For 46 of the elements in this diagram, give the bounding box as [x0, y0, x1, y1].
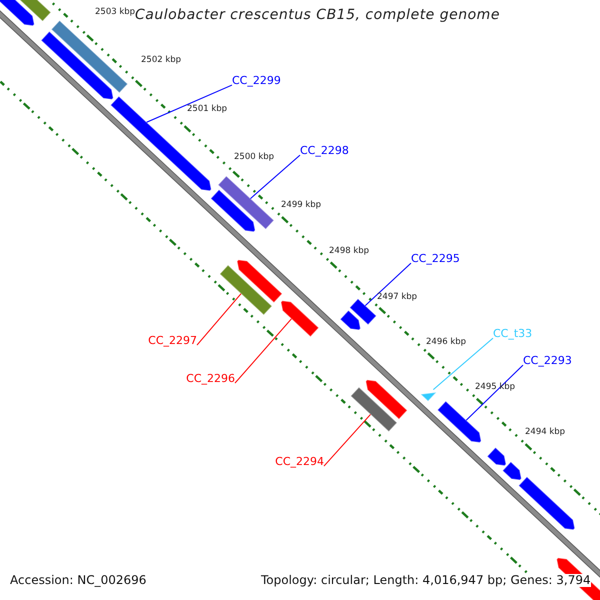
- gene-feature: [556, 557, 600, 600]
- gene-feature: [486, 446, 507, 466]
- gene-feature: [236, 259, 283, 304]
- gene-feature: [280, 300, 320, 338]
- gene-feature: [350, 386, 398, 432]
- gene-feature: [217, 175, 275, 230]
- leader-line: [324, 414, 371, 467]
- genome-summary: Topology: circular; Length: 4,016,947 bp; Genes: 3,794: [261, 574, 591, 588]
- gene-feature: [348, 298, 378, 326]
- gene-feature: [219, 264, 273, 316]
- gene-feature: [502, 461, 522, 481]
- scale-label: 2494 kbp: [525, 428, 566, 438]
- leader-line: [196, 293, 242, 346]
- scale-label: 2499 kbp: [281, 201, 322, 210]
- gene-feature: [40, 30, 114, 100]
- gene-label: CC_2299: [232, 75, 281, 88]
- scale-label: 2501 kbp: [187, 105, 228, 114]
- scale-label: 2502 kbp: [141, 56, 182, 66]
- accession-text: Accession: NC_002696: [10, 574, 146, 588]
- leader-line: [146, 84, 232, 123]
- scale-label: 2503 kbp: [95, 8, 136, 18]
- scale-label: 2500 kbp: [234, 153, 274, 162]
- gene-feature: [365, 379, 408, 420]
- gene-feature: [419, 392, 438, 402]
- gene-feature: [339, 310, 362, 331]
- gene-label: CC_t33: [493, 328, 532, 340]
- gene-label: CC_2297: [148, 335, 197, 348]
- scale-label: 2498 kbp: [329, 247, 370, 256]
- diagram-title: Caulobacter crescentus CB15, complete genome: [135, 8, 500, 24]
- gene-feature: [50, 20, 128, 94]
- scale-label: 2497 kbp: [377, 293, 418, 302]
- gene-label: CC_2298: [300, 145, 349, 158]
- gene-label: CC_2293: [523, 355, 572, 368]
- leader-line: [432, 338, 494, 390]
- gene-feature: [0, 0, 35, 26]
- gene-feature: [518, 476, 576, 530]
- gene-label: CC_2295: [411, 253, 460, 266]
- gene-feature: [110, 95, 212, 192]
- leader-line: [466, 364, 524, 421]
- gene-label: CC_2296: [186, 373, 235, 386]
- leader-line: [234, 318, 292, 384]
- scale-label: 2496 kbp: [426, 338, 466, 348]
- gene-feature: [436, 400, 482, 444]
- gene-feature: [210, 188, 256, 232]
- gene-label: CC_2294: [275, 456, 324, 468]
- scale-label: 2495 kbp: [475, 383, 516, 392]
